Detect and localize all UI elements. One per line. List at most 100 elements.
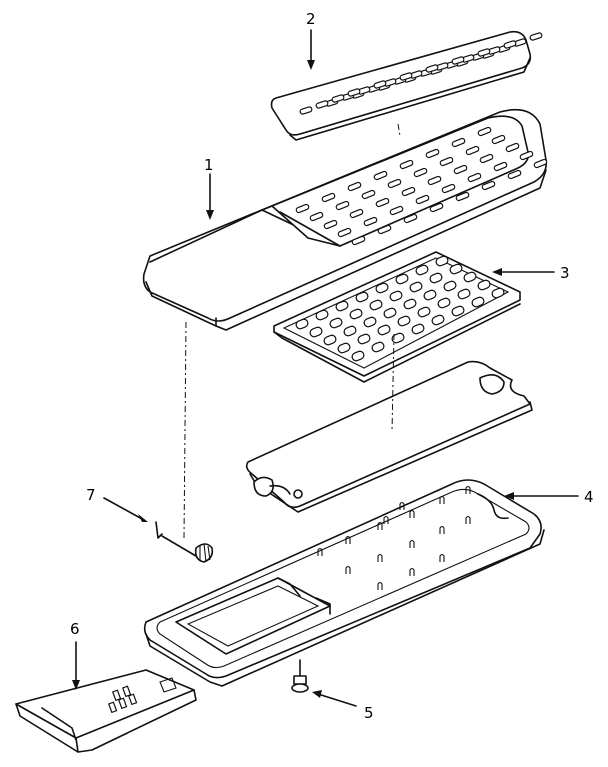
key-shape <box>479 153 494 164</box>
key-shape <box>377 224 392 235</box>
key-shape <box>347 88 361 97</box>
mounting-post <box>465 485 471 494</box>
part-3-key-array <box>295 255 505 362</box>
key-shape <box>417 306 431 318</box>
key-shape <box>331 94 345 103</box>
key-shape <box>449 263 463 275</box>
mounting-post <box>409 509 415 518</box>
key-shape <box>315 100 329 109</box>
key-shape <box>431 314 445 326</box>
key-shape <box>295 203 310 214</box>
alignment-line-top <box>397 123 401 137</box>
mounting-post <box>409 539 415 548</box>
key-shape <box>387 178 402 189</box>
mounting-post <box>439 495 445 504</box>
key-shape <box>519 150 534 161</box>
key-shape <box>371 341 385 353</box>
key-shape <box>477 279 491 291</box>
key-shape <box>337 342 351 354</box>
part-4-mounting-posts <box>317 485 471 590</box>
circuit-board <box>245 360 533 513</box>
callout-7: 7 <box>86 486 96 504</box>
key-shape <box>323 334 337 346</box>
key-shape <box>363 216 378 227</box>
key-shape <box>309 326 323 338</box>
key-shape <box>373 80 387 89</box>
key-shape <box>395 273 409 285</box>
key-shape <box>351 350 365 362</box>
key-shape <box>411 323 425 335</box>
key-shape <box>403 213 418 224</box>
callout-1: 1 <box>204 156 214 174</box>
key-shape <box>529 32 543 41</box>
mounting-post <box>399 501 405 510</box>
key-shape <box>357 333 371 345</box>
key-shape <box>477 48 491 57</box>
key-shape <box>507 169 522 180</box>
key-shape <box>429 202 444 213</box>
key-shape <box>401 186 416 197</box>
key-shape <box>321 192 336 203</box>
key-shape <box>415 264 429 276</box>
key-shape <box>383 307 397 319</box>
key-shape <box>425 64 439 73</box>
callout-4: 4 <box>584 488 594 506</box>
callout-5: 5 <box>364 704 374 722</box>
mounting-post <box>317 547 323 556</box>
alignment-line-left <box>183 321 187 539</box>
key-shape <box>465 145 480 156</box>
key-shape <box>477 126 492 137</box>
key-shape <box>409 281 423 293</box>
callout-3: 3 <box>560 264 570 282</box>
key-shape <box>455 191 470 202</box>
key-shape <box>315 309 329 321</box>
key-shape <box>429 272 443 284</box>
part-7-spring-screw <box>155 521 214 563</box>
mounting-post <box>345 535 351 544</box>
key-shape <box>481 180 496 191</box>
key-shape <box>503 40 517 49</box>
leader-arrows <box>72 29 579 707</box>
mounting-post <box>439 553 445 562</box>
key-shape <box>453 164 468 175</box>
key-shape <box>377 324 391 336</box>
key-shape <box>437 297 451 309</box>
part-1-keys <box>295 126 548 246</box>
callout-6: 6 <box>70 620 80 638</box>
key-shape <box>375 282 389 294</box>
key-shape <box>443 280 457 292</box>
key-shape <box>323 219 338 230</box>
key-shape <box>425 148 440 159</box>
key-shape <box>403 298 417 310</box>
key-shape <box>363 316 377 328</box>
key-shape <box>351 235 366 246</box>
key-shape <box>361 189 376 200</box>
key-shape <box>337 227 352 238</box>
key-shape <box>373 170 388 181</box>
key-shape <box>505 142 520 153</box>
key-shape <box>335 200 350 211</box>
key-shape <box>343 325 357 337</box>
key-shape <box>399 72 413 81</box>
key-shape <box>451 56 465 65</box>
mounting-post <box>377 553 383 562</box>
key-shape <box>309 211 324 222</box>
key-shape <box>349 308 363 320</box>
key-shape <box>389 290 403 302</box>
part-2-button-overlay <box>270 30 543 141</box>
part-5-screw <box>291 659 309 693</box>
key-shape <box>347 181 362 192</box>
part-6-battery-cover <box>15 669 197 753</box>
key-shape <box>415 194 430 205</box>
mounting-post <box>377 581 383 590</box>
key-shape <box>375 197 390 208</box>
key-shape <box>491 134 506 145</box>
key-shape <box>391 332 405 344</box>
mounting-post <box>439 525 445 534</box>
key-shape <box>335 300 349 312</box>
mounting-post <box>409 567 415 576</box>
key-shape <box>299 106 313 115</box>
mounting-post <box>345 565 351 574</box>
part-1-housing-top <box>142 108 548 331</box>
